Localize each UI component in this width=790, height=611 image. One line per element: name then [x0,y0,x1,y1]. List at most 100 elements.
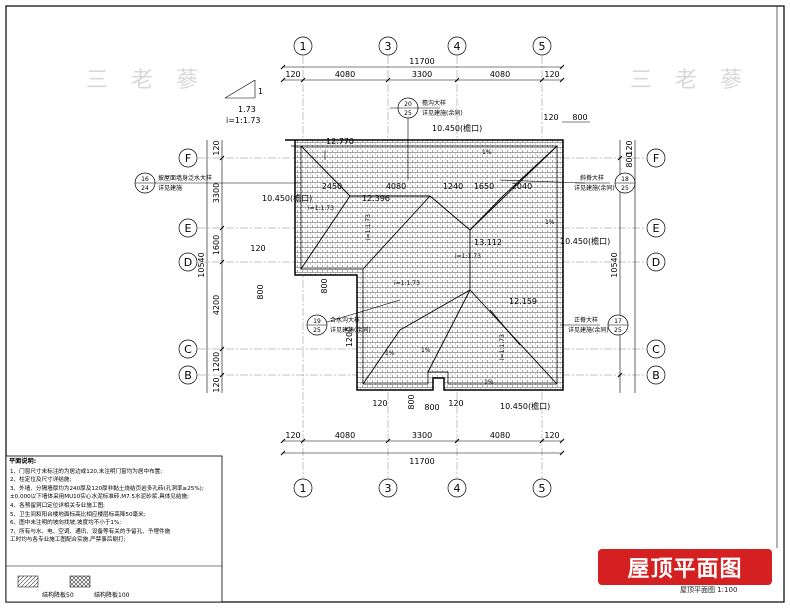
roof-dim-0: 2450 [322,182,342,191]
slope-ratio: i=1:1.73 [226,116,261,125]
callout-19-num: 19 [313,318,321,325]
roof-outline [285,139,564,391]
roof-dim-2: 1240 [443,182,463,191]
note-line: 5、卫生间和阳台楼地面标高比相应楼层标高降50毫米; [10,511,146,518]
axis-left-c: C [184,343,192,356]
dim-top-2: 3300 [412,70,432,79]
dim-left-5: 120 [212,377,221,392]
dim-left-1: 3300 [212,183,221,203]
callout-20-text1: 檐沟大样 [422,99,446,107]
callout-16-text1: 披屋面墙身泛水大样 [158,174,212,182]
axis-right-c: C [652,343,660,356]
dim-right-1: 800 [625,152,634,167]
note-line: 6、图中未注明的坡向找坡,坡度均不小于1%; [10,520,122,527]
local-dim-4: 800 [407,394,416,409]
roof-dim-3: 1650 [474,182,494,191]
axis-bottom-5: 5 [539,482,546,495]
legend-label-100: 结构降板100 [94,592,130,599]
axis-left-d: D [184,256,192,269]
roof-slope-1: i=1:1.73 [455,253,481,260]
watermark-left: 三 老 蔘 [86,68,206,93]
pct-4: 1% [545,219,555,226]
note-line: 4、各预留洞口定位详相关专业施工图; [10,502,105,509]
dim-top-total: 11700 [409,57,434,66]
dim-bottom-2: 3300 [412,431,432,440]
axis-left-f: F [185,152,191,165]
axis-top-3: 3 [385,40,392,53]
axis-right-f: F [653,152,659,165]
elev-hip: 12.159 [509,297,537,306]
elev-mid: 12.396 [362,194,390,203]
dim-top-0: 120 [285,70,300,79]
callout-17-text1: 正脊大样 [574,316,598,324]
dim-top-right-0: 120 [543,113,558,122]
pct-3: 1% [421,347,431,354]
note-line: 2、柱定位及尺寸详结施; [10,477,72,484]
note-line: 3、外墙、分隔墙厚均为240厚及120厚非黏土烧结页岩多孔砖(孔洞率≥25%); [10,485,204,492]
drawing-scale: 屋顶平面图 1:100 [680,586,738,594]
roof-slope-4: i=1:1.73 [499,334,506,360]
note-line: 1、门窗尺寸未标注的为居边或120,未注明门窗均为居中布置; [10,468,163,475]
dim-top-4: 120 [544,70,559,79]
callout-16: 16 24 披屋面墙身泛水大样 详见建施 [134,172,212,194]
callout-18-sheet: 25 [621,185,629,192]
local-dim-0: 120 [250,244,265,253]
local-dim-5: 800 [424,403,439,412]
axis-top-1: 1 [300,40,307,53]
axis-bottom-3: 3 [385,482,392,495]
local-dim-3: 1200 [345,327,354,347]
watermark-right: 三 老 蔘 [630,68,750,93]
dim-bottom-4: 120 [544,431,559,440]
dim-right-0: 120 [625,140,634,155]
axis-right-b: B [652,369,660,382]
roof-dim-1: 4080 [386,182,406,191]
notes-frame [5,455,223,603]
axis-bubbles [178,36,666,498]
dim-left-0: 120 [212,140,221,155]
note-line: 工时均与各专业施工图配合实施,严禁事后剔打; [10,537,126,544]
callout-17-num: 17 [614,318,622,325]
roof-slope-0: i=1:1.73 [308,205,334,212]
callout-17-sheet: 25 [614,327,622,334]
callout-19-sheet: 25 [313,327,321,334]
legend: 结构降板50 结构降板100 [10,572,220,600]
axis-left-e: E [185,222,192,235]
dimension-lines [206,64,636,456]
local-dim-1: 800 [256,284,265,299]
elev-peak: 13.112 [474,238,502,247]
axis-top-5: 5 [539,40,546,53]
dim-bottom-3: 4080 [490,431,510,440]
callout-17: 17 25 正脊大样 详见建施(余同) [568,314,629,336]
pct-2: 1% [484,379,494,386]
sheet-border [5,5,785,603]
callout-19-text2: 详见建施(余同) [330,326,371,334]
note-line: ±0.000以下墙体采用MU10实心水泥标准砖,M7.5水泥砂浆,具体见结施; [10,494,189,501]
legend-swatch-50 [17,575,39,588]
callout-19-text1: 合水沟大样 [330,316,360,324]
roof-slope-3: i=1:1.73 [365,214,372,240]
dim-left-2: 1600 [212,235,221,255]
local-dim-2: 800 [320,278,329,293]
callout-20-text2: 详见建施(余同) [422,109,463,117]
callout-16-num: 16 [141,176,149,183]
elev-right: 10.450(檐口) [560,236,610,246]
dim-bottom-1: 4080 [335,431,355,440]
axis-left-b: B [184,369,192,382]
pct-0: 1% [482,149,492,156]
callout-20-sheet: 25 [404,110,412,117]
elev-ridge: 12.770 [326,137,354,146]
dim-top-1: 4080 [335,70,355,79]
callout-19: 19 25 合水沟大样 详见建施(余同) [306,314,371,336]
roof-slope-2: i=1:1.73 [394,280,420,287]
dim-top-right-1: 800 [572,113,587,122]
dim-left-3: 4200 [212,295,221,315]
legend-label-50: 结构降板50 [42,592,74,599]
callout-18: 18 25 斜脊大样 详见建施(余同) [574,172,636,194]
callout-20: 20 25 檐沟大样 详见建施(余同) [397,97,463,119]
local-dim-6: 120 [372,399,387,408]
notes-panel: 平面说明: 1、门窗尺寸未标注的为居边或120,未注明门窗均为居中布置; 2、柱… [6,456,222,602]
axis-bottom-4: 4 [454,482,461,495]
callout-17-text2: 详见建施(余同) [568,326,609,334]
